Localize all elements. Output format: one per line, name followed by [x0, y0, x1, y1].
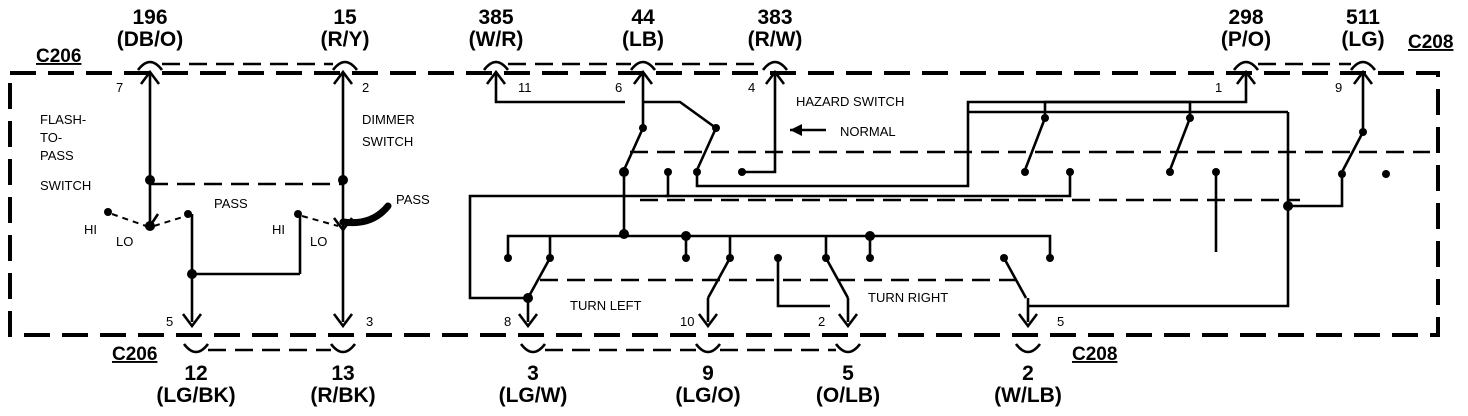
turn-signal-switch	[504, 231, 1054, 329]
flash-to-pass-label-4: SWITCH	[40, 178, 91, 193]
flash-to-pass-switch	[104, 69, 203, 329]
hazard-switch-circuit	[468, 69, 1390, 308]
circuit-number: 196	[132, 6, 167, 29]
pin-7: 7	[116, 80, 123, 95]
wire-color-code: (LG/O)	[675, 384, 740, 407]
right-labels: HAZARD SWITCH NORMAL TURN LEFT TURN RIGH…	[570, 94, 948, 313]
left-labels: FLASH- TO- PASS SWITCH DIMMER SWITCH PAS…	[40, 112, 430, 249]
pin-5-right: 5	[1057, 314, 1064, 329]
top-wire-383: 383 (R/W)	[748, 6, 803, 51]
lo-label-2: LO	[310, 234, 327, 249]
connector-label-top-right: C208	[1408, 32, 1453, 53]
wire-color-code: (P/O)	[1221, 28, 1271, 51]
dimmer-switch	[294, 69, 392, 329]
component-boundary	[8, 71, 1440, 337]
top-wire-196: 196 (DB/O)	[117, 6, 184, 51]
wire-color-code: (LG/W)	[499, 384, 568, 407]
circuit-number: 13	[331, 362, 354, 385]
top-wire-15: 15 (R/Y)	[321, 6, 370, 51]
circuit-number: 385	[478, 6, 513, 29]
wire-color-code: (R/Y)	[321, 28, 370, 51]
pin-11: 11	[518, 80, 532, 95]
flash-to-pass-label-3: PASS	[40, 148, 74, 163]
bottom-wire-13: 13 (R/BK)	[310, 362, 375, 407]
pin-2: 2	[362, 80, 369, 95]
hazard-switch-label: HAZARD SWITCH	[796, 94, 904, 109]
bottom-wire-2: 2 (W/LB)	[994, 362, 1062, 407]
top-terminal-symbols	[136, 60, 1377, 71]
hi-label-1: HI	[84, 222, 97, 237]
wire-color-code: (W/LB)	[994, 384, 1062, 407]
circuit-number: 298	[1228, 6, 1263, 29]
pin-5-left: 5	[166, 314, 173, 329]
pin-1: 1	[1215, 80, 1222, 95]
pass-contact	[339, 202, 392, 227]
pin-8: 8	[504, 314, 511, 329]
connector-label-top-left: C206	[36, 46, 81, 67]
circuit-number: 9	[702, 362, 714, 385]
circuit-number: 3	[527, 362, 539, 385]
hi-label-2: HI	[272, 222, 285, 237]
pin-4: 4	[748, 80, 755, 95]
dimmer-switch-label-2: SWITCH	[362, 134, 413, 149]
circuit-number: 12	[184, 362, 207, 385]
flash-to-pass-label-2: TO-	[40, 130, 62, 145]
top-wire-44: 44 (LB)	[622, 6, 664, 51]
turn-left-label: TURN LEFT	[570, 298, 642, 313]
wire-color-code: (R/BK)	[310, 384, 375, 407]
wire-color-code: (LB)	[622, 28, 664, 51]
turn-right-label: TURN RIGHT	[868, 290, 948, 305]
circuit-number: 44	[631, 6, 655, 29]
wire-color-code: (LG/BK)	[156, 384, 235, 407]
circuit-number: 5	[842, 362, 854, 385]
top-wire-385: 385 (W/R)	[469, 6, 524, 51]
bottom-wire-9: 9 (LG/O)	[675, 362, 740, 407]
top-wire-298: 298 (P/O)	[1221, 6, 1271, 51]
pin-10: 10	[680, 314, 694, 329]
wire-color-code: (R/W)	[748, 28, 803, 51]
pin-3: 3	[366, 314, 373, 329]
circuit-number: 511	[1346, 6, 1380, 29]
connector-label-bottom-right: C208	[1072, 344, 1117, 365]
normal-label: NORMAL	[840, 124, 896, 139]
pass-label-right: PASS	[396, 192, 430, 207]
pass-label-center: PASS	[214, 196, 248, 211]
pin-numbers: 7 2 11 6 4 1 9 5 3 8 10 2 5	[116, 80, 1342, 329]
connector-label-bottom-left: C206	[112, 344, 157, 365]
bottom-terminal-symbols	[182, 343, 1042, 354]
wire-color-code: (W/R)	[469, 28, 524, 51]
bottom-wire-3: 3 (LG/W)	[499, 362, 568, 407]
bottom-wire-12: 12 (LG/BK)	[156, 362, 235, 407]
top-wire-511: 511 (LG)	[1341, 6, 1384, 51]
wire-color-code: (DB/O)	[117, 28, 184, 51]
bottom-wire-5: 5 (O/LB)	[816, 362, 880, 407]
flash-to-pass-label-1: FLASH-	[40, 112, 86, 127]
dimmer-switch-label-1: DIMMER	[362, 112, 415, 127]
pin-6: 6	[615, 80, 622, 95]
pin-2-bottom: 2	[818, 314, 825, 329]
circuit-number: 383	[757, 6, 792, 29]
circuit-number: 2	[1022, 362, 1034, 385]
circuit-number: 15	[333, 6, 357, 29]
pin-9: 9	[1335, 80, 1342, 95]
wire-color-code: (O/LB)	[816, 384, 880, 407]
wire-color-code: (LG)	[1341, 28, 1384, 51]
normal-arrow	[790, 124, 826, 136]
lo-label-1: LO	[116, 234, 133, 249]
